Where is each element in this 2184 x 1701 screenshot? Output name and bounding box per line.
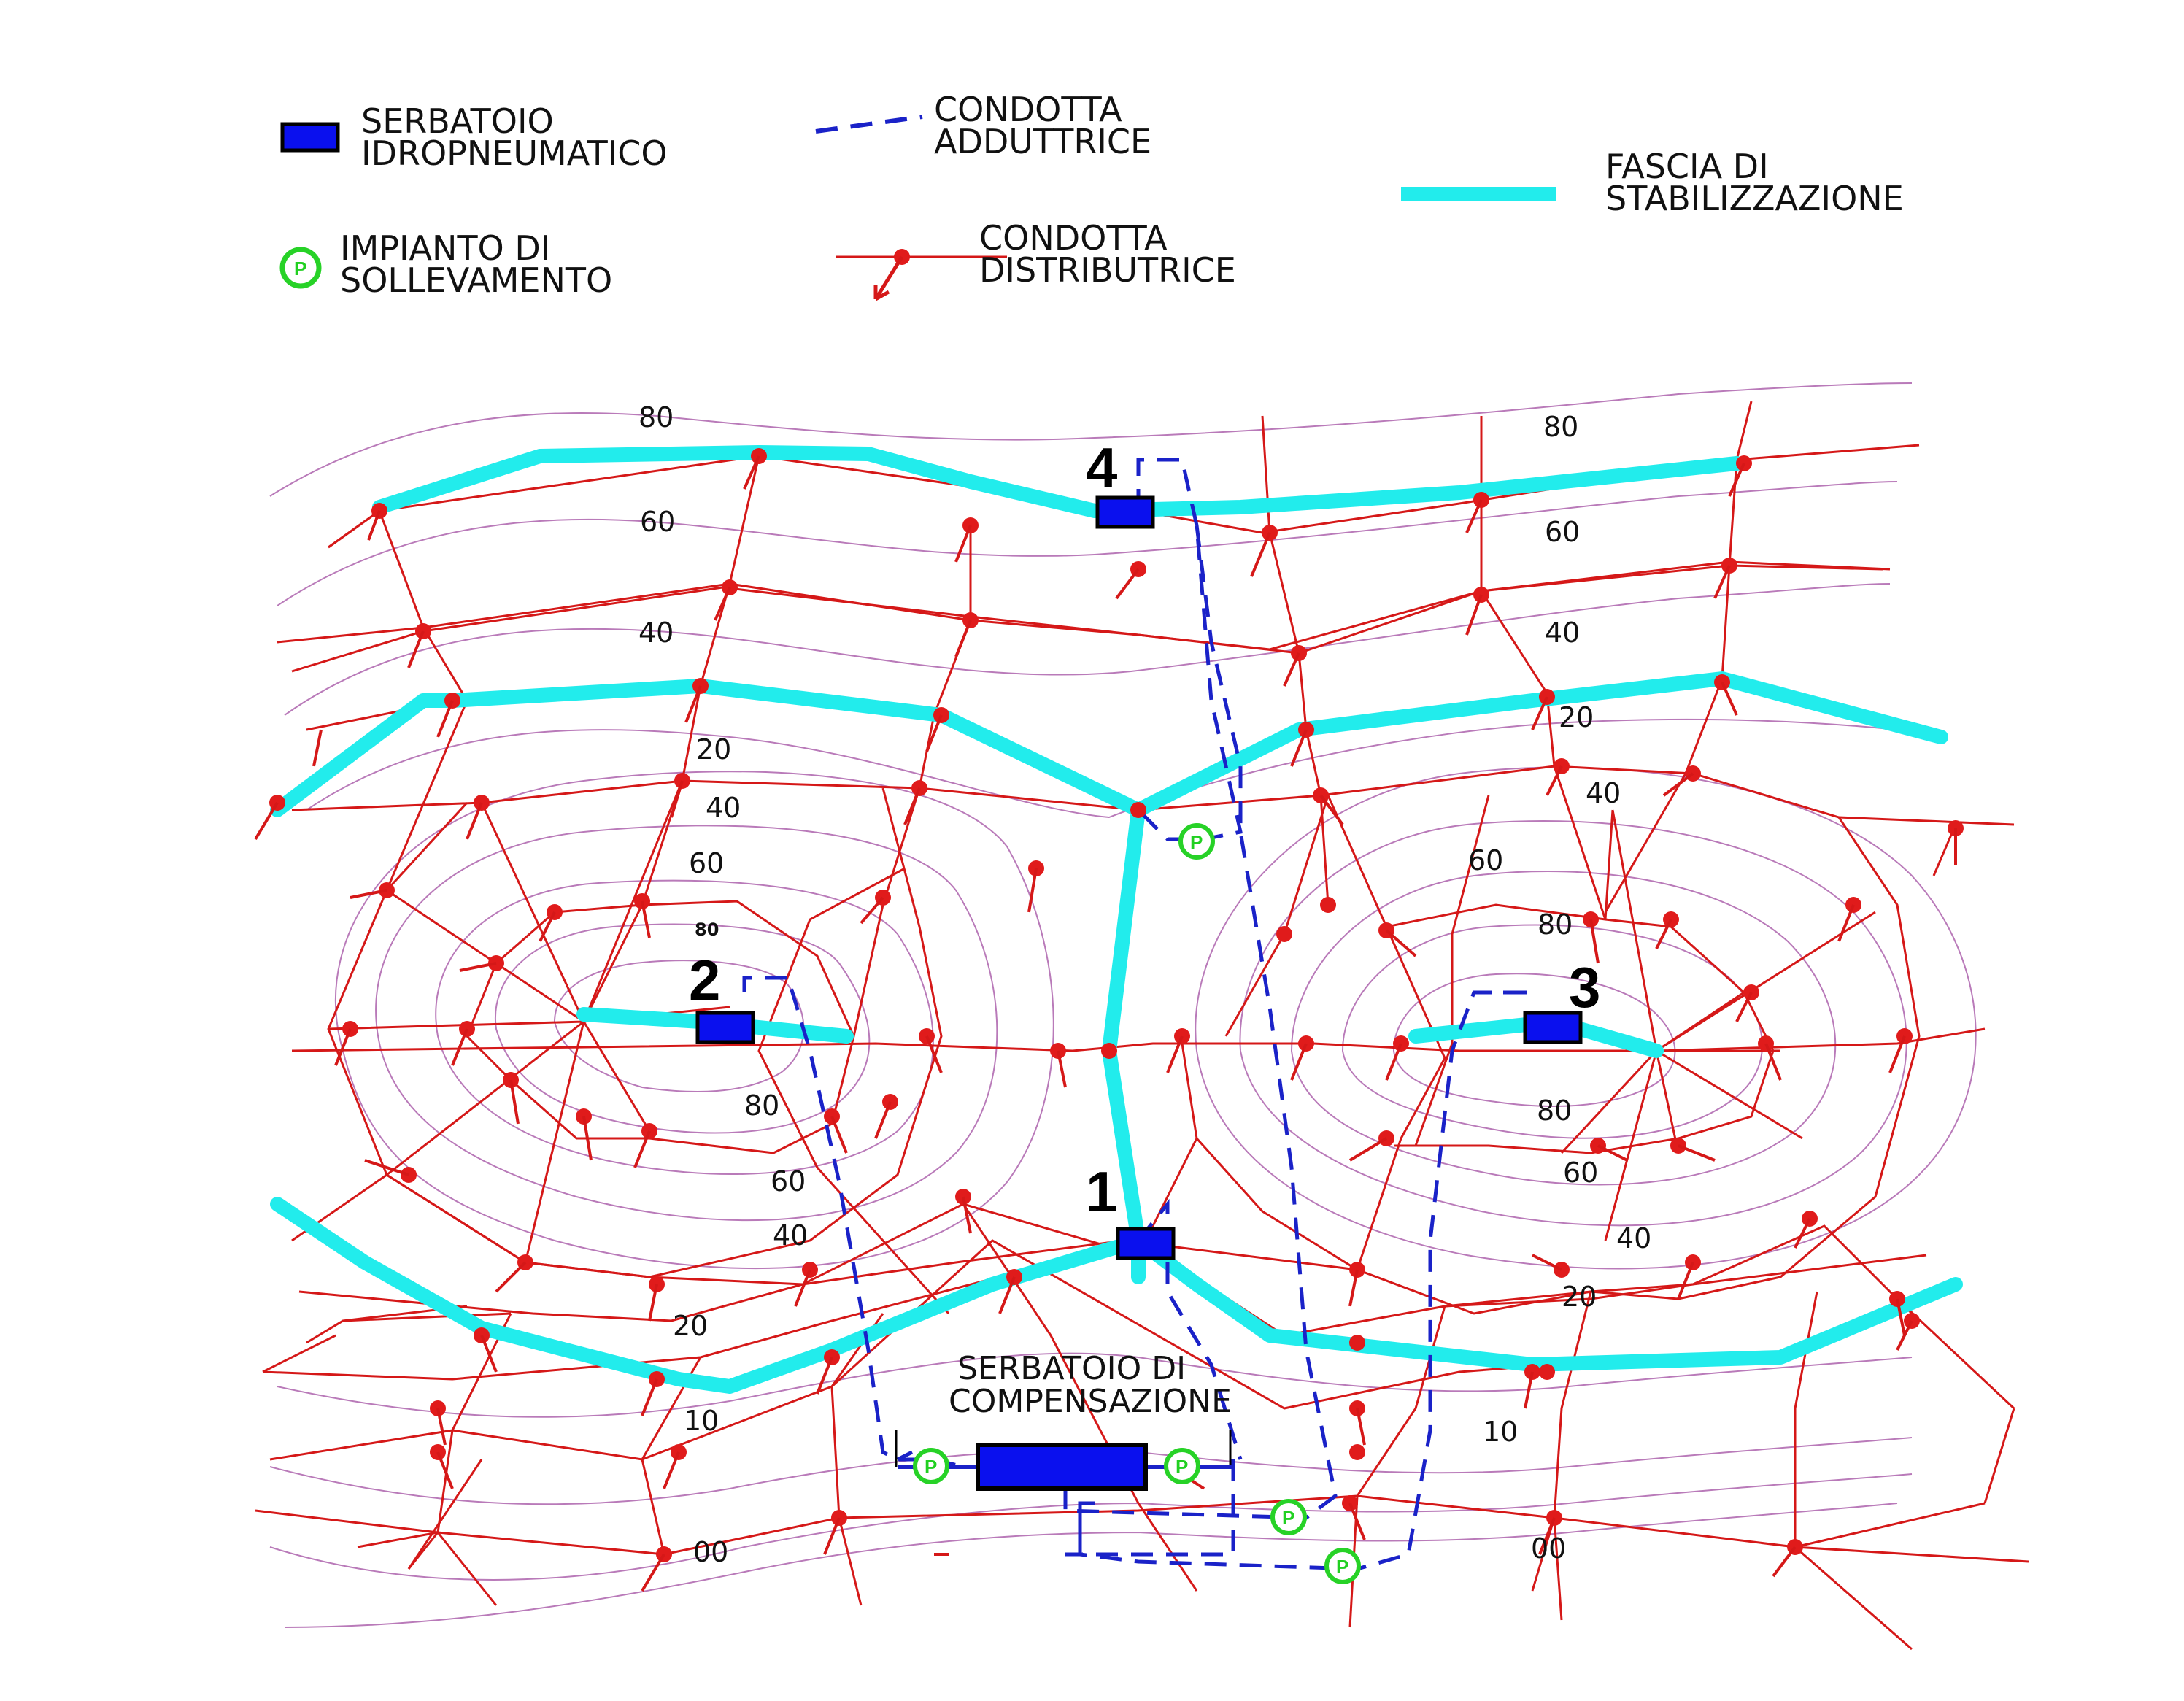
contour-label: 80 <box>744 1089 779 1122</box>
legend-item-adduction: CONDOTTA ADDUTTRICE <box>815 90 1151 161</box>
dashed-line-icon <box>815 115 923 134</box>
legend-distribution-label-1: CONDOTTA <box>979 218 1168 258</box>
pump-label: P <box>1176 1456 1188 1478</box>
contour-label: 20 <box>696 733 731 765</box>
contour-lines <box>269 382 1977 1628</box>
pump-icon <box>1178 823 1215 860</box>
arrow-icon <box>873 255 904 301</box>
contour-label: 60 <box>689 847 724 879</box>
legend-item-pump: P IMPIANTO DI SOLLEVAMENTO <box>279 228 612 300</box>
contour-label: 60 <box>1545 516 1580 548</box>
contour-label: 60 <box>1563 1157 1598 1189</box>
pump-label: P <box>925 1456 937 1478</box>
contour-label: 60 <box>1468 844 1503 876</box>
tank-icon <box>976 1443 1148 1491</box>
legend-item-stabilization: FASCIA DI STABILIZZAZIONE <box>1401 147 1904 218</box>
tank-number-4: 4 <box>1086 436 1117 500</box>
compensation-tank: SERBATOIO DI COMPENSAZIONE <box>895 1350 1233 1491</box>
contour-label: 80 <box>1543 411 1578 443</box>
contour-label: 80 <box>638 401 674 433</box>
pump-icon <box>1324 1548 1361 1584</box>
legend-stabilization-label-2: STABILIZZAZIONE <box>1605 179 1904 218</box>
contour-label: 40 <box>1545 617 1580 649</box>
tank-icon <box>1095 495 1155 529</box>
pump-icon <box>1164 1448 1200 1484</box>
pump-label: P <box>1190 831 1203 853</box>
contour-label: 00 <box>1531 1532 1566 1565</box>
legend-pump-label-1: IMPIANTO DI <box>340 228 550 268</box>
contour-label: 80 <box>1537 1095 1572 1127</box>
pump-station: P <box>1164 1448 1200 1484</box>
outlet-arrows <box>254 455 1957 1592</box>
legend-adduction-label-1: CONDOTTA <box>934 90 1122 129</box>
pumping-stations: P P P P P <box>913 823 1361 1584</box>
contour-label: 10 <box>684 1405 719 1437</box>
contour-label: 60 <box>640 506 675 538</box>
pump-label: P <box>1336 1556 1348 1578</box>
pump-icon <box>913 1448 949 1484</box>
legend-tank-label-2: IDROPNEUMATICO <box>361 134 668 173</box>
tank-icon <box>1523 1011 1583 1044</box>
contour-label: 40 <box>706 792 741 824</box>
tank-bracket <box>895 1430 1232 1467</box>
tank-icon <box>1116 1227 1176 1260</box>
pump-label: P <box>1282 1507 1294 1529</box>
contour-label: 60 <box>771 1165 806 1197</box>
legend-adduction-label-2: ADDUTTRICE <box>934 122 1151 161</box>
legend-stabilization-label-1: FASCIA DI <box>1605 147 1769 186</box>
contour-label: 20 <box>1562 1281 1597 1313</box>
legend: SERBATOIO IDROPNEUMATICO CONDOTTA ADDUTT… <box>279 90 1904 301</box>
contour-label: 40 <box>1586 777 1621 809</box>
contour-label: 40 <box>1616 1222 1651 1254</box>
compensation-tank-label-1: SERBATOIO DI <box>957 1350 1186 1387</box>
contour-label: 20 <box>673 1310 708 1342</box>
contour-label: 40 <box>638 617 674 649</box>
compensation-tank-label-2: COMPENSAZIONE <box>949 1383 1232 1420</box>
legend-item-distribution: CONDOTTA DISTRIBUTRICE <box>836 218 1236 301</box>
legend-distribution-label-2: DISTRIBUTRICE <box>979 250 1236 290</box>
tank-icon <box>695 1011 755 1044</box>
contour-label: 80 <box>1537 909 1573 941</box>
tank-number-3: 3 <box>1569 955 1600 1019</box>
pump-station: P <box>913 1448 949 1484</box>
tank-number-2: 2 <box>689 948 720 1012</box>
tank-number-1: 1 <box>1086 1160 1117 1224</box>
pump-station: P <box>1270 1499 1307 1535</box>
legend-item-tank: SERBATOIO IDROPNEUMATICO <box>280 101 668 173</box>
legend-tank-label-1: SERBATOIO <box>361 101 554 141</box>
pump-icon <box>1270 1499 1307 1535</box>
pump-station: P <box>1324 1548 1361 1584</box>
pump-station: P <box>1178 823 1215 860</box>
cyan-band-icon <box>1401 187 1556 201</box>
contour-label: 10 <box>1483 1416 1518 1448</box>
pump-icon-letter: P <box>294 258 306 279</box>
pump-icon <box>279 247 322 289</box>
hydropneumatic-tanks: 1 2 3 4 <box>689 436 1600 1260</box>
legend-pump-label-2: SOLLEVAMENTO <box>340 261 612 300</box>
contour-label: 40 <box>773 1219 808 1251</box>
stabilization-band <box>270 445 1963 1394</box>
contour-label: 80 <box>695 919 719 940</box>
tank-icon <box>280 122 340 153</box>
contour-labels: 80 60 40 80 60 40 20 40 60 80 80 60 40 2… <box>638 401 1651 1568</box>
contour-label: 20 <box>1559 701 1594 733</box>
contour-label: 00 <box>693 1536 728 1568</box>
